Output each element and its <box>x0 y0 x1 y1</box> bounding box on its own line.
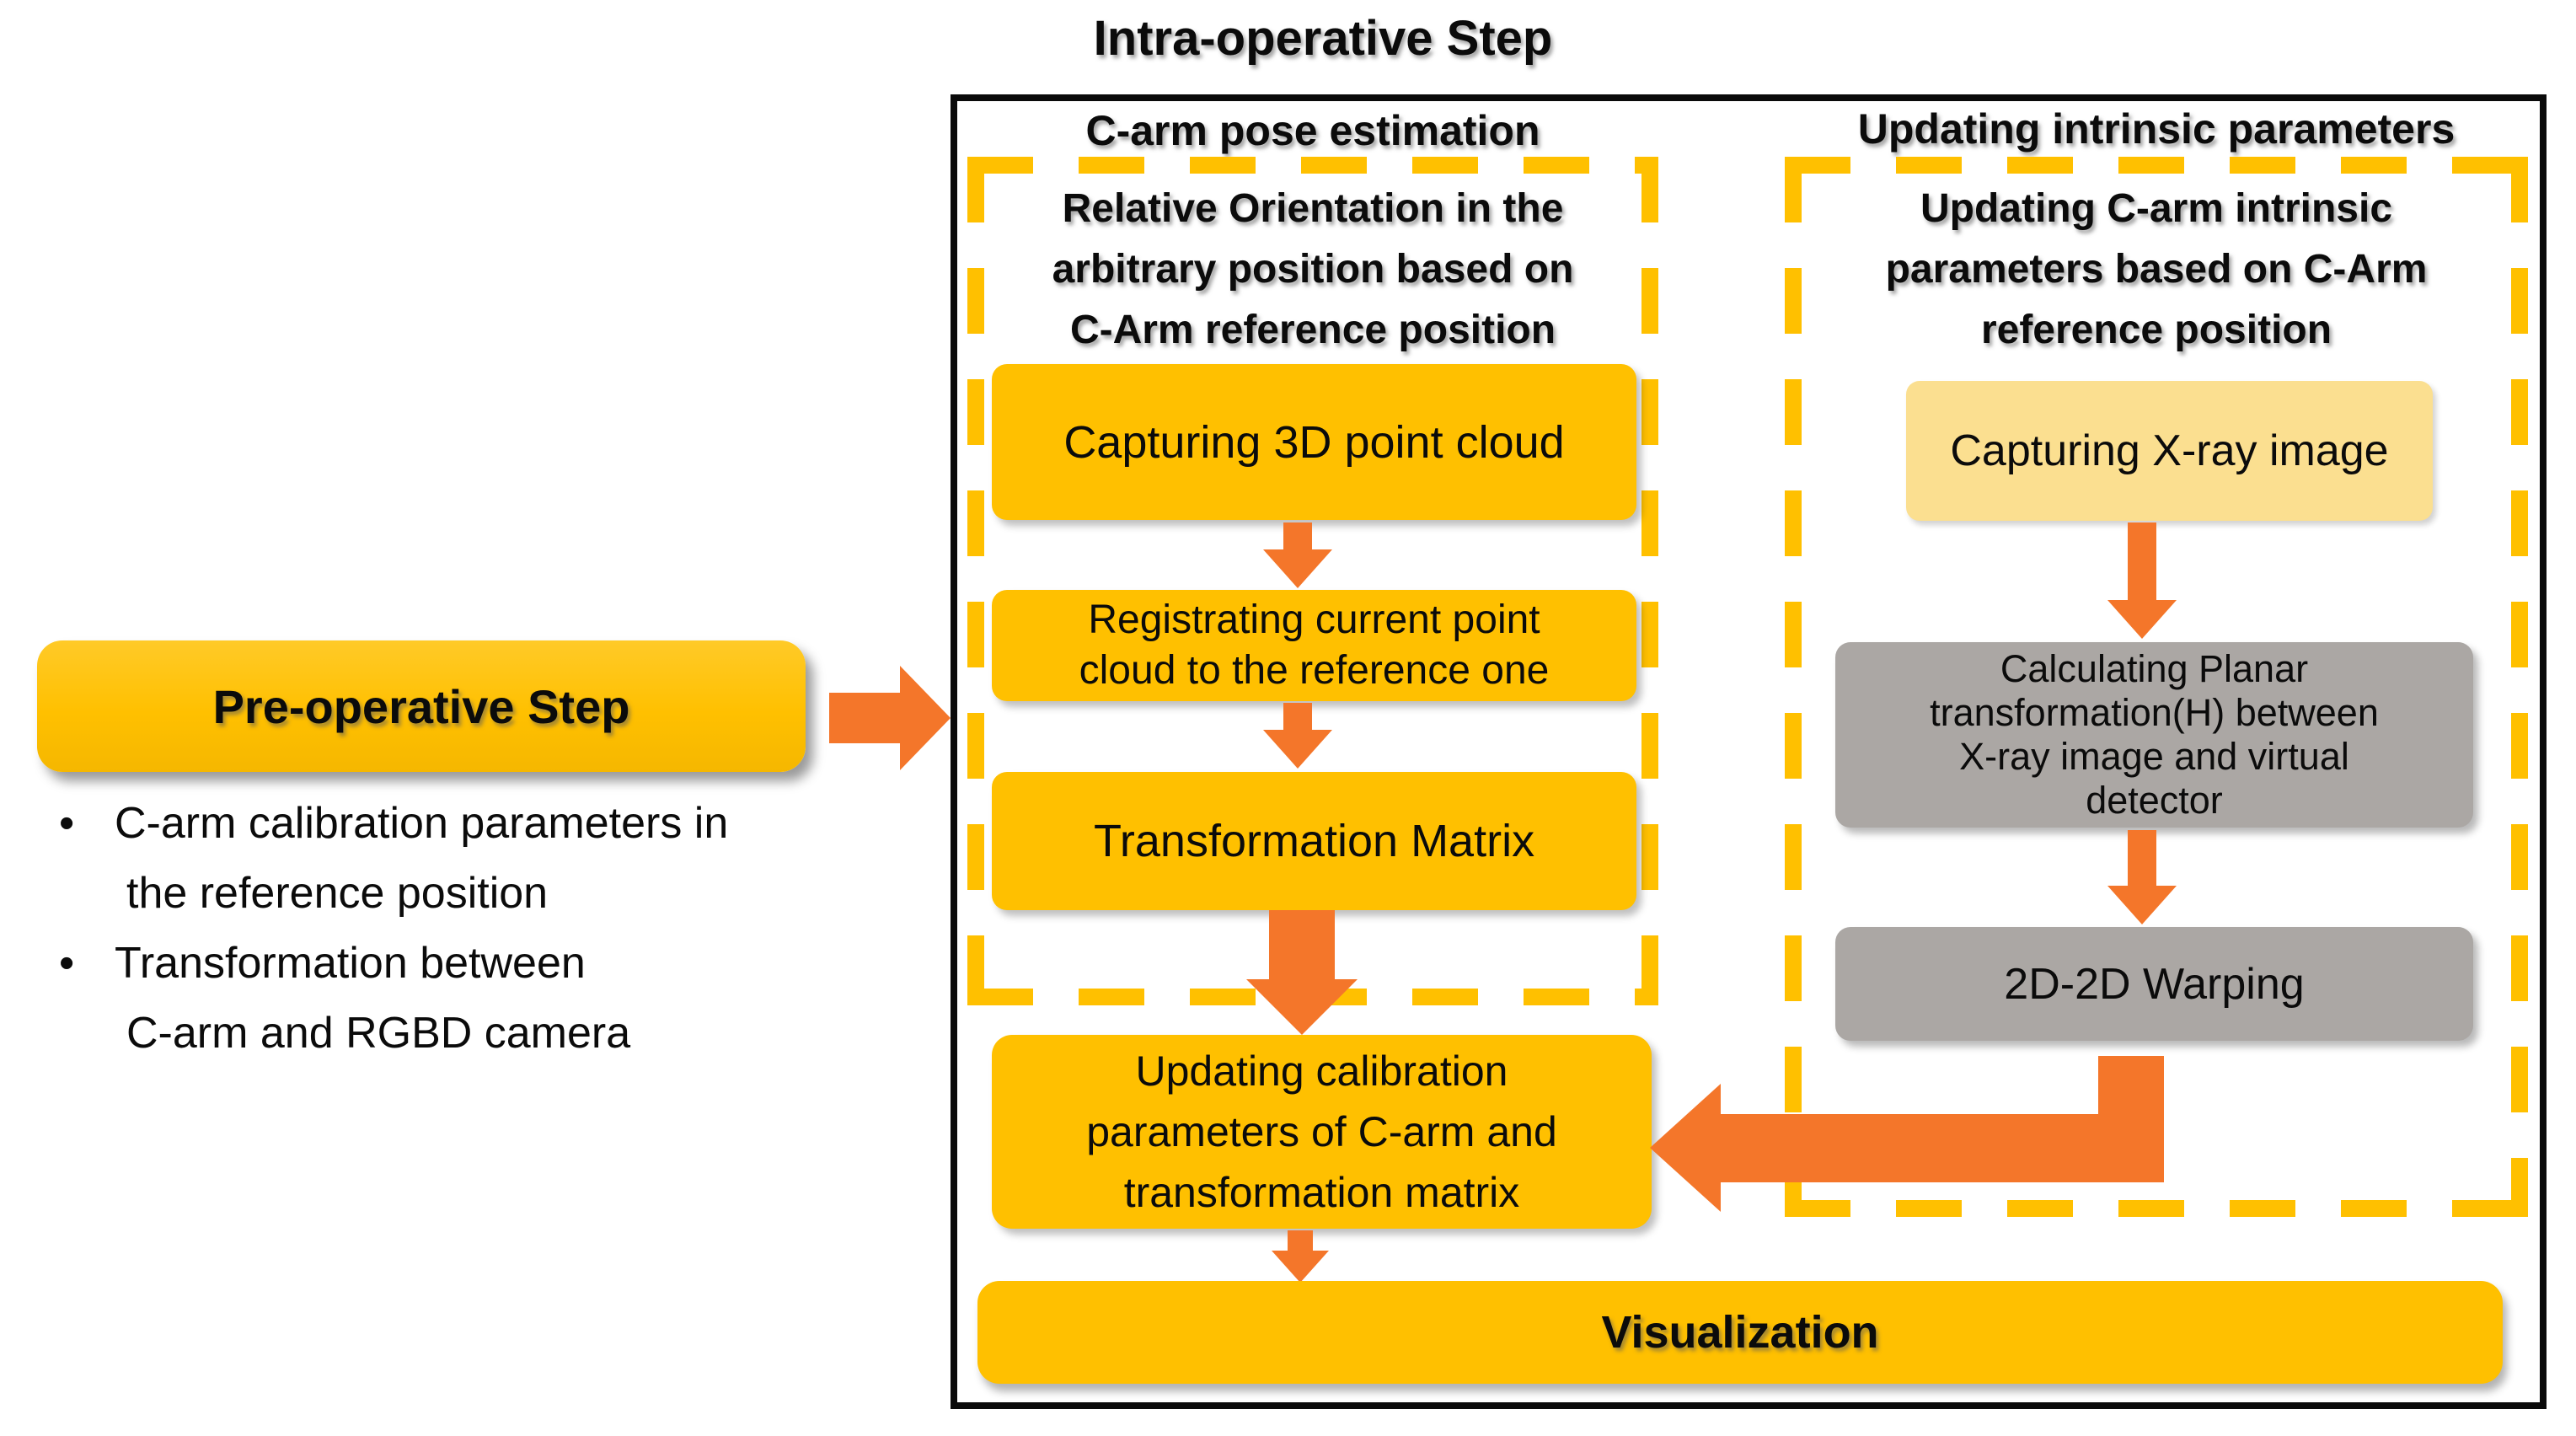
down-arrow-icon <box>1263 522 1332 588</box>
subheader-line: Updating C-arm intrinsic <box>1920 186 2393 231</box>
dashed-border-left <box>967 157 984 1005</box>
subheader-line: Relative Orientation in the <box>1062 186 1564 231</box>
node-capturing-3d-point-cloud: Capturing 3D point cloud <box>992 364 1636 520</box>
bullet-item-continuation: C-arm and RGBD camera <box>44 999 954 1069</box>
bullet-text: C-arm calibration parameters in <box>115 799 729 848</box>
node-label: X-ray image and virtual <box>1959 735 2349 778</box>
node-label: detector <box>2086 779 2223 822</box>
node-label: Capturing X-ray image <box>1950 426 2389 475</box>
node-label: 2D-2D Warping <box>2004 959 2305 1009</box>
bullet-text: C-arm and RGBD camera <box>126 1009 631 1058</box>
arrow-shaft <box>1283 522 1312 549</box>
bullet-item-continuation: the reference position <box>44 859 954 929</box>
node-label: Registrating current point <box>1088 597 1540 642</box>
arrow-head <box>1246 979 1358 1035</box>
down-arrow-icon <box>1272 1230 1329 1283</box>
subheader-line: C-Arm reference position <box>1069 308 1556 352</box>
elbow-arrow-horizontal-segment <box>1719 1114 2164 1182</box>
arrow-head <box>1263 549 1332 588</box>
arrow-shaft <box>2128 830 2156 886</box>
arrow-shaft <box>1269 910 1335 979</box>
bullet-icon <box>59 789 115 859</box>
left-subheader: Relative Orientation in the arbitrary po… <box>984 179 1641 361</box>
down-arrow-icon <box>2107 522 2177 639</box>
dashed-border-bottom <box>1785 1200 2528 1217</box>
node-label: Visualization <box>1601 1307 1879 1358</box>
node-registrating-point-cloud: Registrating current point cloud to the … <box>992 590 1636 701</box>
node-label: transformation(H) between <box>1930 691 2379 734</box>
node-label: transformation matrix <box>1123 1169 1520 1216</box>
dashed-border-top <box>967 157 1658 174</box>
dashed-border-top <box>1785 157 2528 174</box>
left-column-header: C-arm pose estimation <box>1085 107 1540 154</box>
pre-operative-step-label: Pre-operative Step <box>212 679 630 733</box>
node-capturing-xray-image: Capturing X-ray image <box>1906 381 2433 521</box>
pre-operative-step-box: Pre-operative Step <box>37 640 806 772</box>
bullet-item: C-arm calibration parameters in <box>44 789 954 859</box>
node-label: Capturing 3D point cloud <box>1063 416 1565 468</box>
node-label: Updating calibration <box>1135 1048 1508 1095</box>
arrow-head <box>2107 600 2177 639</box>
arrow-shaft <box>1283 703 1312 730</box>
bullet-icon <box>59 929 115 999</box>
node-visualization: Visualization <box>977 1281 2503 1384</box>
arrow-shaft <box>829 693 900 743</box>
down-arrow-icon <box>2107 830 2177 924</box>
figure-title: Intra-operative Step <box>1093 11 1553 66</box>
dashed-border-right <box>2511 157 2528 1217</box>
dashed-border-right <box>1641 157 1658 1005</box>
node-updating-calibration-parameters: Updating calibration parameters of C-arm… <box>992 1035 1652 1229</box>
pre-operative-notes: C-arm calibration parameters in the refe… <box>44 789 954 1069</box>
big-down-arrow-icon <box>1246 910 1358 1035</box>
arrow-shaft <box>2128 522 2156 600</box>
dashed-border-left <box>1785 157 1802 1217</box>
right-subheader: Updating C-arm intrinsic parameters base… <box>1802 179 2511 361</box>
arrow-head <box>1272 1251 1329 1283</box>
node-transformation-matrix: Transformation Matrix <box>992 772 1636 910</box>
bullet-item: Transformation between <box>44 929 954 999</box>
arrow-head <box>1263 730 1332 769</box>
arrow-head <box>900 666 951 770</box>
right-column-header: Updating intrinsic parameters <box>1857 105 2456 153</box>
node-2d-2d-warping: 2D-2D Warping <box>1835 927 2473 1041</box>
down-arrow-icon <box>1263 703 1332 769</box>
node-label: parameters of C-arm and <box>1086 1108 1557 1155</box>
node-label: Transformation Matrix <box>1093 816 1535 866</box>
left-arrow-head-icon <box>1650 1084 1721 1212</box>
subheader-line: reference position <box>1980 308 2332 352</box>
bullet-text: the reference position <box>126 869 549 918</box>
node-label: cloud to the reference one <box>1079 648 1550 693</box>
intrinsic-update-dashed-panel <box>1785 157 2528 1217</box>
intra-operative-frame <box>951 94 2547 1409</box>
node-label: Calculating Planar <box>2000 647 2309 690</box>
arrow-head <box>2107 886 2177 924</box>
arrow-shaft <box>1288 1230 1313 1251</box>
subheader-line: parameters based on C-Arm <box>1885 247 2428 292</box>
node-calculating-planar-transformation: Calculating Planar transformation(H) bet… <box>1835 642 2473 828</box>
right-arrow-icon <box>829 666 951 770</box>
bullet-text: Transformation between <box>115 939 586 988</box>
subheader-line: arbitrary position based on <box>1052 247 1574 292</box>
